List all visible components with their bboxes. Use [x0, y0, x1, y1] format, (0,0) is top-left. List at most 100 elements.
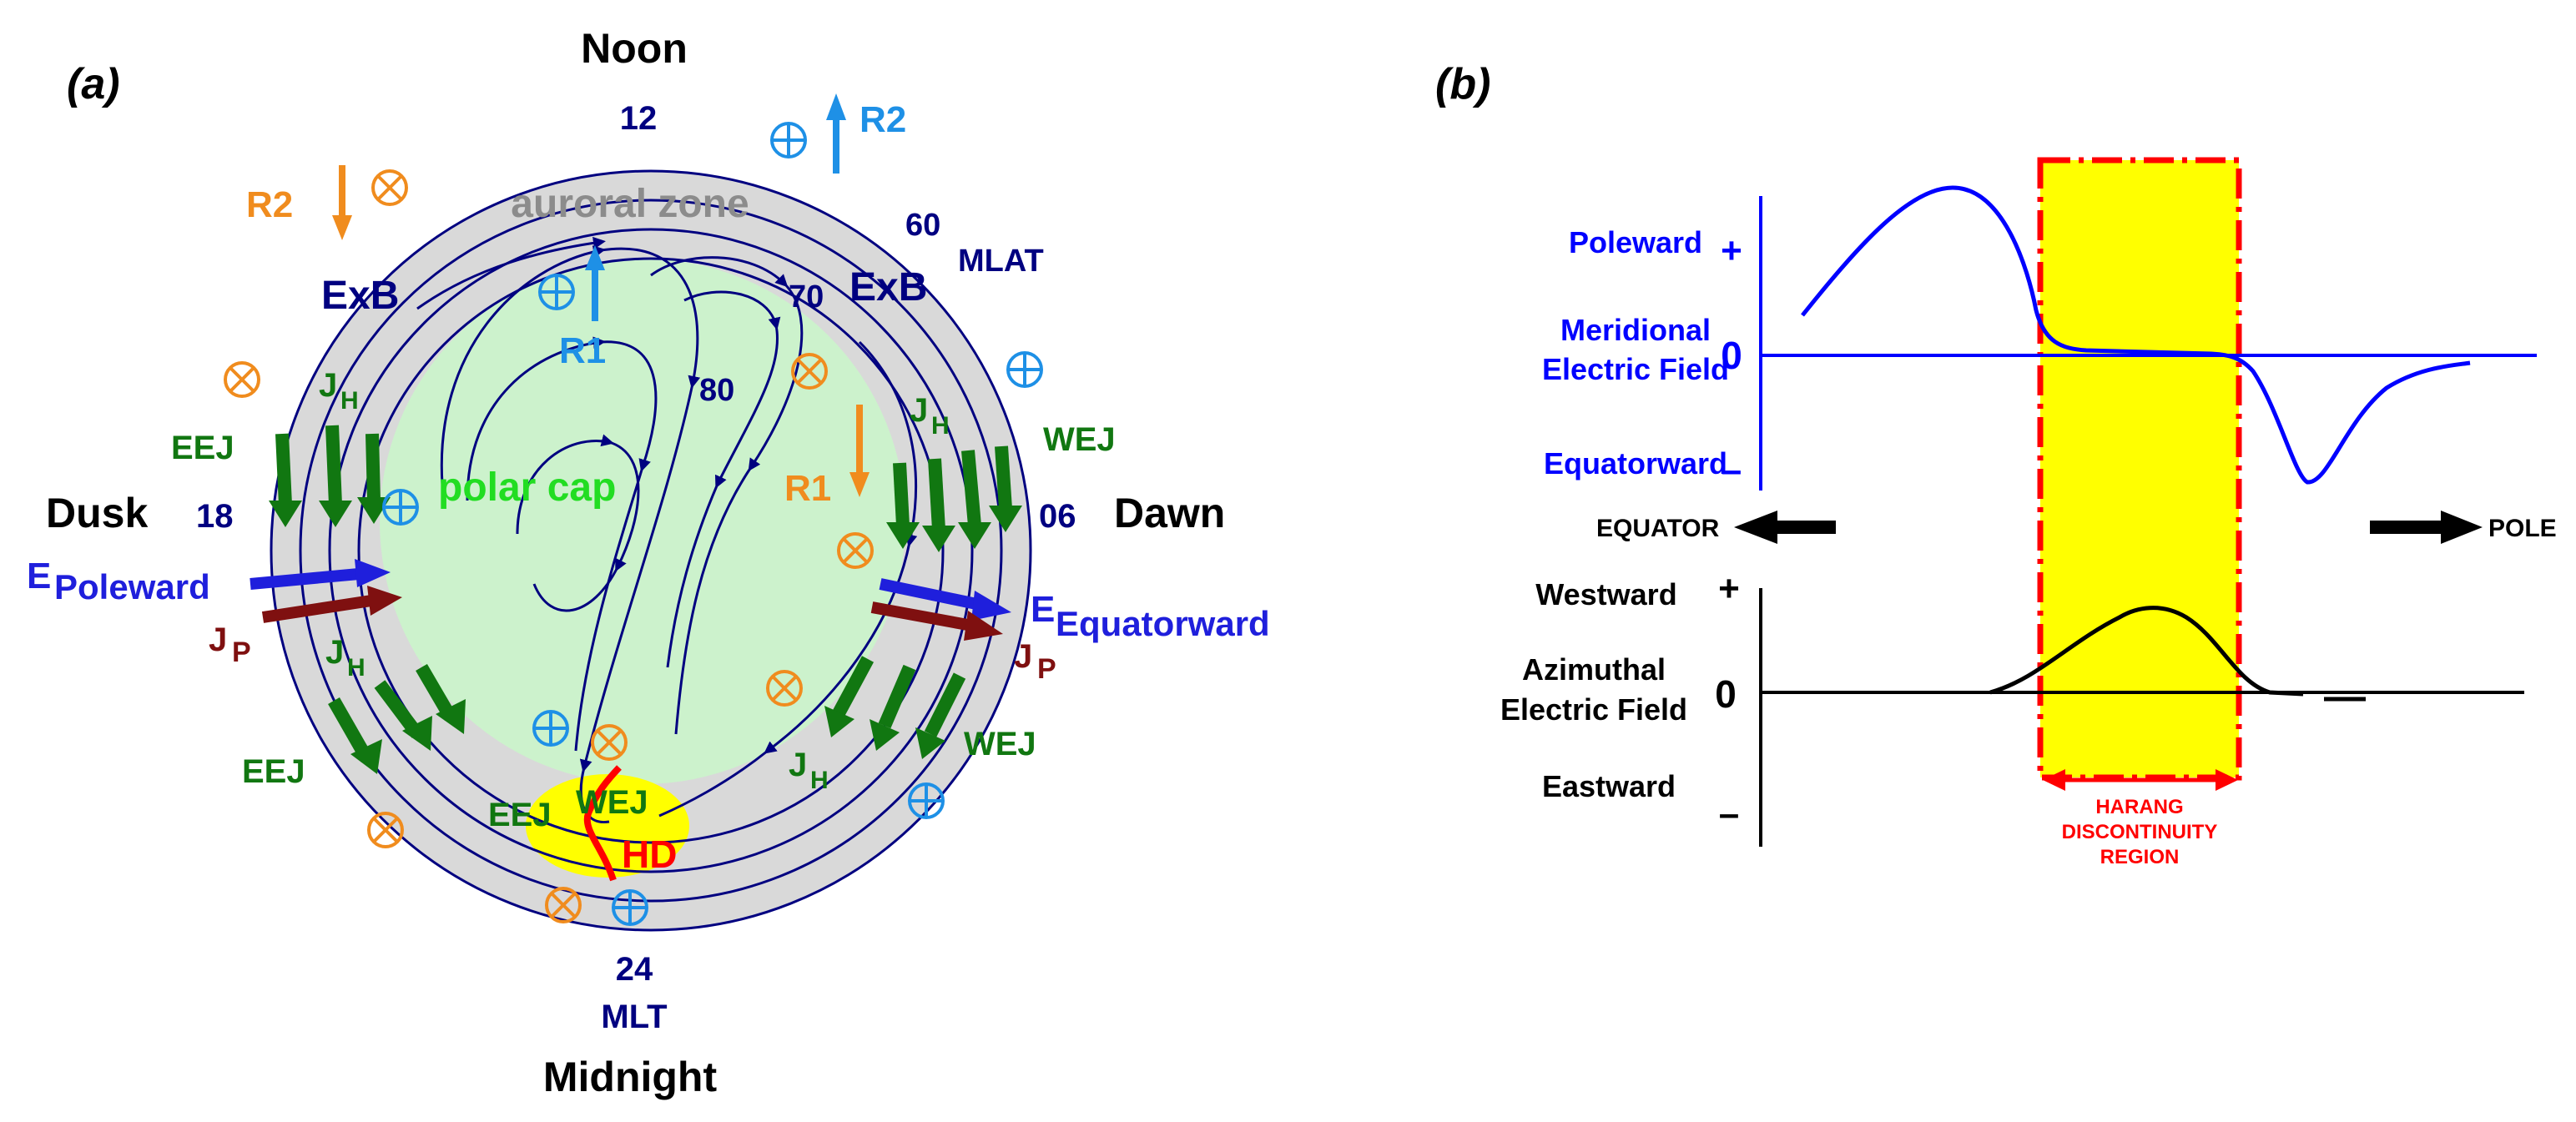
current-in-symbol [545, 887, 582, 923]
jh-dawn-bottom-label: J H [789, 747, 829, 794]
pole-arrow [2370, 511, 2483, 544]
e-equatorward-label: E Equatorward [1031, 589, 1270, 643]
e-and-jp-arrows [250, 559, 1011, 641]
jh-arrow-dusk-1 [275, 433, 292, 506]
midnight-label: Midnight [543, 1054, 718, 1100]
jp-dusk-label: J P [209, 621, 251, 668]
mlt-24-label: 24 [616, 951, 653, 988]
region-label-line1: HARANG [2095, 796, 2183, 818]
jh-head-dusk-2 [319, 501, 352, 527]
lat-60-label: 60 [905, 208, 940, 243]
jh-head-dusk-1 [269, 501, 302, 527]
jp-dawn-label: J P [1014, 638, 1056, 685]
azimuthal-label-line2: Electric Field [1500, 692, 1687, 727]
exb-dusk-label: ExB [321, 274, 399, 318]
harang-discontinuity-line [583, 765, 622, 882]
dawn-return-flow [658, 340, 918, 818]
direction-arrows [1734, 511, 2483, 544]
jh-dusk-bottom-label: J H [325, 634, 365, 682]
harang-region-box [2037, 157, 2242, 781]
current-in-symbol [837, 532, 874, 569]
meridional-zero: 0 [1721, 334, 1742, 377]
latitude-circle-60 [299, 199, 1003, 903]
auroral-zone-label: auroral zone [511, 182, 749, 226]
jh-head-dawn-4 [989, 506, 1022, 532]
jh-arrow-dusk-2 [325, 425, 342, 506]
hall-current-arrowheads [269, 497, 1022, 774]
jh-head-dusk-5 [402, 716, 432, 751]
polar-cap-label: polar cap [438, 465, 616, 510]
current-in-symbol [791, 353, 828, 390]
eej-harang-label: EEJ [488, 797, 552, 833]
jh-head-dawn-2 [922, 526, 955, 552]
current-in-symbol [367, 812, 404, 848]
eastward-label: Eastward [1542, 769, 1676, 803]
mlat-label: MLAT [958, 244, 1044, 279]
equator-label: EQUATOR [1596, 515, 1720, 542]
mlt-unit-label: MLT [601, 999, 667, 1035]
azimuthal-label-line1: Azimuthal [1522, 652, 1666, 687]
mlt-12-label: 12 [620, 100, 658, 137]
svg-text:H: H [347, 654, 365, 682]
current-in-symbols [224, 169, 874, 923]
dawn-label: Dawn [1114, 490, 1225, 536]
r2-dawn-head [826, 93, 846, 120]
current-out-symbols [382, 122, 1043, 926]
hd-label: HD [622, 833, 677, 876]
panel-b: (b) Poleward Meridional Electric Field E… [1435, 60, 2557, 868]
fac-symbols [224, 122, 1043, 926]
dusk-cell-middle [466, 336, 658, 752]
convection-streamlines [416, 236, 918, 824]
dawn-cell-middle [666, 290, 781, 668]
svg-text:Equatorward: Equatorward [1056, 604, 1270, 643]
equator-arrow [1734, 511, 1836, 544]
jh-head-dusk-6 [436, 699, 466, 734]
e-poleward-arrow [250, 568, 360, 590]
jp-dawn-head [964, 611, 1003, 641]
dusk-cell-outer [440, 245, 701, 824]
panel-b-label: (b) [1435, 60, 1490, 108]
e-poleward-label: E Poleward [27, 556, 210, 606]
svg-text:J: J [209, 621, 227, 658]
svg-text:J: J [319, 367, 337, 404]
r1-dawn-head [849, 472, 870, 497]
current-out-symbol [908, 782, 945, 819]
dusk-sunward-flow [416, 236, 606, 310]
jp-dusk-arrow [261, 595, 373, 623]
jh-arrow-dawn-4 [995, 445, 1012, 510]
azimuthal-field-curve [1989, 606, 2366, 702]
svg-text:H: H [810, 767, 829, 794]
dawn-cell-outer [650, 256, 804, 735]
svg-text:E: E [27, 556, 51, 596]
jh-head-dawn-6 [870, 719, 900, 751]
jh-head-dusk-3 [357, 497, 391, 524]
hall-current-arrows [275, 425, 1012, 762]
azimuthal-plus: + [1718, 568, 1740, 609]
svg-text:J: J [1014, 638, 1032, 675]
meridional-plus: + [1721, 230, 1742, 271]
dusk-label: Dusk [46, 490, 148, 536]
jh-head-dawn-3 [958, 522, 991, 549]
azimuthal-minus: – [1719, 793, 1739, 834]
wej-harang-label: WEJ [576, 784, 648, 821]
jh-arrow-dawn-5 [832, 656, 875, 717]
lat-80-label: 80 [699, 373, 734, 408]
r2-dusk-head [332, 215, 352, 240]
jh-dusk-top-label: J H [319, 367, 359, 415]
svg-text:P: P [232, 636, 251, 668]
region-label-line2: DISCONTINUITY [2062, 821, 2218, 843]
pole-label: POLE [2488, 515, 2557, 542]
current-in-symbol [591, 724, 628, 761]
current-out-symbol [382, 489, 419, 526]
panel-a-label: (a) [67, 60, 120, 108]
fac-arrows [332, 93, 870, 497]
svg-text:J: J [325, 634, 344, 671]
jh-arrow-dusk-3 [365, 433, 381, 501]
eej-dusk-bottom-label: EEJ [242, 753, 305, 790]
panel-a: (a) [27, 25, 1270, 1100]
jh-arrow-dawn-2 [928, 458, 945, 531]
svg-text:H: H [340, 387, 359, 415]
meridional-minus: – [1722, 450, 1742, 491]
svg-text:E: E [1031, 589, 1055, 630]
jh-head-dawn-5 [824, 706, 854, 737]
